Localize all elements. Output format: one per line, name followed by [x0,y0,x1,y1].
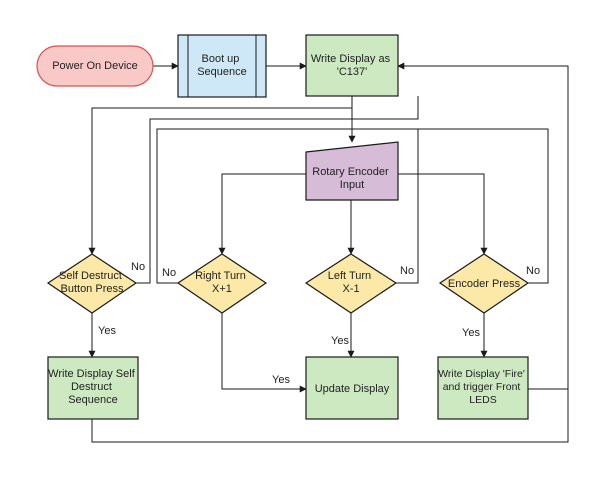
node-label-line: Sequence [197,66,247,78]
node-label-line: Rotary Encoder [312,166,389,178]
node-label-line: Power On Device [52,60,138,72]
write-c137-node: Write Display as 'C137' [305,34,399,97]
write-self-destruct-shape [47,356,139,420]
no-label: No [400,265,414,277]
node-label: Write Display as 'C137' [311,53,393,78]
node-label: Left Turn X-1 [328,270,374,295]
edge-self-destruct-no [136,96,419,284]
self-destruct-decision: Self Destruct Button Press [46,253,138,314]
node-label: Boot up Sequence [197,53,247,78]
edge-right-turn-no [156,128,352,284]
edge-right-turn-yes [221,313,307,393]
left-turn-shape [304,253,398,314]
no-label: No [162,267,176,279]
power-on-node: Power On Device [36,45,154,87]
no-label: No [131,261,145,273]
node-label-line: 'C137' [337,66,368,78]
node-label: Right Turn X+1 [195,270,249,295]
node-label-line: and trigger Front [443,381,521,393]
node-label-line: Write Display Self [48,368,136,380]
node-label: Self Destruct Button Press [59,270,125,295]
node-label: Rotary Encoder Input [312,166,392,191]
edge-rotary-to-encoder-press [398,173,488,255]
right-turn-shape [176,253,268,314]
encoder-press-shape [438,253,530,314]
rotary-encoder-shape [305,141,399,201]
node-label: Write Display Self Destruct Sequence [48,368,138,406]
edge-write-c137-to-self-destruct [88,107,352,255]
node-label: Update Display [315,383,390,395]
no-label: No [526,265,540,277]
boot-up-node: Boot up Sequence [177,34,267,98]
node-label-line: Encoder Press [448,278,521,290]
node-label-line: Left Turn [328,270,371,282]
self-destruct-shape [46,253,138,314]
write-self-destruct-node: Write Display Self Destruct Sequence [47,356,139,420]
node-label-line: Write Display as [311,53,391,65]
node-label-line: Self Destruct [59,270,122,282]
node-label: Power On Device [52,60,138,72]
write-c137-shape [305,34,399,97]
node-label-line: Write Display 'Fire' [438,368,525,380]
node-label: Encoder Press [448,278,521,290]
edge-rotary-to-right-turn [218,173,306,255]
write-fire-node: Write Display 'Fire' and trigger Front L… [437,356,529,420]
power-on-shape [36,45,154,87]
node-label-line: X+1 [212,283,232,295]
node-label-line: X-1 [342,283,359,295]
connectors [88,62,569,443]
edge-encoder-press-no [352,128,549,284]
node-label-line: Destruct [71,381,112,393]
node-label-line: Right Turn [195,270,246,282]
yes-label: Yes [462,327,480,339]
node-label-line: Update Display [315,383,390,395]
right-turn-decision: Right Turn X+1 [176,253,268,314]
edge-labels: No No No No Yes Yes Yes Yes [98,261,540,386]
node-label-line: Sequence [68,394,118,406]
rotary-encoder-node: Rotary Encoder Input [305,141,399,201]
node-label-line: Button Press [61,283,124,295]
encoder-press-decision: Encoder Press [438,253,530,314]
yes-label: Yes [98,325,116,337]
left-turn-decision: Left Turn X-1 [304,253,398,314]
node-label-line: LEDS [469,394,496,406]
yes-label: Yes [272,374,290,386]
node-label-line: Input [340,179,364,191]
write-fire-shape [437,356,529,420]
update-display-shape [305,356,399,420]
boot-up-shape [177,34,267,98]
update-display-node: Update Display [305,356,399,420]
node-label-line: Boot up [202,53,240,65]
node-label: Write Display 'Fire' and trigger Front L… [438,368,528,406]
edge-write-fire-loop [397,62,569,390]
yes-label: Yes [331,335,349,347]
edge-self-destruct-seq-loop [91,389,569,443]
